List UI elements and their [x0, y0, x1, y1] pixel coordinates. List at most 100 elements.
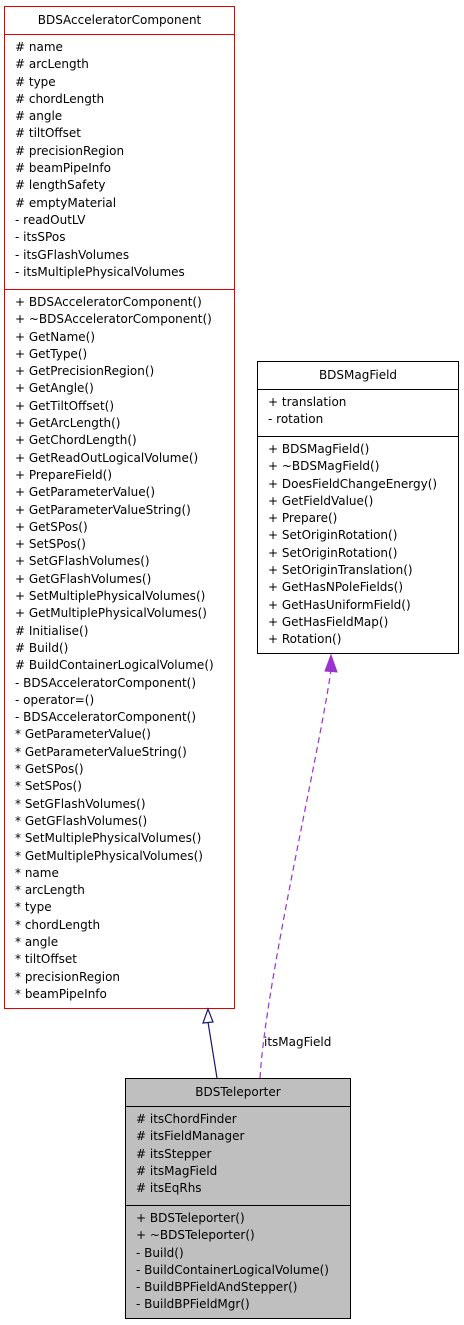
class-title: BDSMagField	[258, 362, 458, 390]
member-row: + SetSPos()	[15, 537, 86, 552]
member-row: + GetType()	[15, 346, 88, 361]
member-row: + GetChordLength()	[15, 433, 137, 448]
member-row: + GetMultiplePhysicalVolumes()	[15, 606, 207, 621]
member-row: # itsStepper	[136, 1146, 212, 1161]
operations-section: + BDSAcceleratorComponent() + ~BDSAcceler…	[5, 289, 234, 1003]
member-row: + GetArcLength()	[15, 416, 121, 431]
member-row: + GetParameterValue()	[15, 485, 156, 500]
member-row: + BDSTeleporter()	[136, 1211, 245, 1225]
member-row: * tiltOffset	[15, 952, 77, 967]
member-row: * GetMultiplePhysicalVolumes()	[15, 848, 203, 863]
usage-arrowhead	[324, 653, 338, 673]
member-row: # arcLength	[15, 57, 89, 72]
member-row: + ~BDSMagField()	[268, 459, 380, 474]
member-row: # chordLength	[15, 91, 105, 106]
member-row: + GetAngle()	[15, 381, 94, 396]
member-row: # tiltOffset	[15, 126, 81, 141]
member-row: + SetGFlashVolumes()	[15, 554, 150, 569]
member-row: * GetSPos()	[15, 762, 84, 777]
member-row: * GetParameterValue()	[15, 727, 151, 742]
member-row: * angle	[15, 934, 59, 949]
member-row: + GetHasNPoleFields()	[268, 580, 404, 595]
member-row: + Prepare()	[268, 511, 338, 526]
member-row: + GetReadOutLogicalVolume()	[15, 450, 199, 465]
member-row: + BDSMagField()	[268, 442, 370, 456]
member-row: + ~BDSTeleporter()	[136, 1228, 255, 1243]
member-row: + GetGFlashVolumes()	[15, 571, 152, 586]
member-row: # itsMagField	[136, 1163, 218, 1178]
attributes-section: + translation - rotation	[258, 390, 458, 436]
member-row: * type	[15, 900, 52, 915]
class-bdsmagfield[interactable]: BDSMagField + translation - rotation + BD…	[257, 361, 459, 654]
member-row: + GetFieldValue()	[268, 493, 374, 508]
operations-section: + BDSMagField() + ~BDSMagField() + DoesFie…	[258, 436, 458, 649]
member-row: + ~BDSAcceleratorComponent()	[15, 312, 212, 327]
member-row: # itsChordFinder	[136, 1112, 237, 1126]
member-row: + SetMultiplePhysicalVolumes()	[15, 589, 206, 604]
inheritance-line	[207, 1021, 218, 1079]
member-row: - BDSAcceleratorComponent()	[15, 710, 197, 725]
member-row: # angle	[15, 109, 63, 124]
member-row: - Build()	[136, 1245, 184, 1260]
member-row: + GetTiltOffset()	[15, 398, 115, 413]
member-row: + SetOriginRotation()	[268, 528, 398, 543]
usage-line	[259, 669, 332, 1079]
member-row: - itsMultiplePhysicalVolumes	[15, 264, 185, 279]
class-title: BDSAcceleratorComponent	[5, 7, 234, 35]
member-row: + GetHasFieldMap()	[268, 614, 389, 629]
member-row: + GetHasUniformField()	[268, 597, 411, 612]
member-row: + GetSPos()	[15, 519, 88, 534]
member-row: * beamPipeInfo	[15, 986, 107, 1001]
member-row: + SetOriginRotation()	[268, 545, 398, 560]
member-row: * arcLength	[15, 883, 85, 898]
inheritance-edge	[202, 1007, 218, 1079]
member-row: * SetSPos()	[15, 779, 82, 794]
member-row: - BuildContainerLogicalVolume()	[136, 1262, 329, 1277]
member-row: + Rotation()	[268, 632, 342, 647]
member-row: # BuildContainerLogicalVolume()	[15, 658, 214, 673]
member-row: # lengthSafety	[15, 178, 106, 193]
member-row: + translation	[268, 395, 347, 409]
member-row: - itsSPos	[15, 230, 66, 245]
member-row: * chordLength	[15, 917, 101, 932]
member-row: # type	[15, 74, 56, 89]
member-row: # itsEqRhs	[136, 1181, 202, 1196]
member-row: # name	[15, 40, 63, 54]
member-row: + DoesFieldChangeEnergy()	[268, 476, 438, 491]
member-row: + GetPrecisionRegion()	[15, 364, 155, 379]
member-row: + GetParameterValueString()	[15, 502, 191, 517]
member-row: * GetGFlashVolumes()	[15, 813, 148, 828]
inheritance-arrowhead	[202, 1007, 214, 1024]
member-row: # Initialise()	[15, 623, 89, 638]
usage-edge-label: itsMagField	[264, 1035, 332, 1049]
member-row: * GetParameterValueString()	[15, 744, 187, 759]
member-row: - BuildBPFieldMgr()	[136, 1297, 250, 1312]
member-row: # beamPipeInfo	[15, 161, 111, 176]
operations-section: + BDSTeleporter() + ~BDSTeleporter() - Bui…	[126, 1205, 350, 1314]
member-row: - rotation	[268, 412, 324, 427]
member-row: - operator=()	[15, 692, 95, 707]
member-row: * name	[15, 865, 59, 880]
member-row: - itsGFlashVolumes	[15, 247, 130, 262]
member-row: * precisionRegion	[15, 969, 121, 984]
member-row: * SetGFlashVolumes()	[15, 796, 146, 811]
member-row: - readOutLV	[15, 212, 86, 227]
attributes-section: # name # arcLength # type # chordLength # an…	[5, 35, 234, 289]
member-row: - BuildBPFieldAndStepper()	[136, 1280, 298, 1295]
member-row: + PrepareField()	[15, 467, 113, 482]
member-row: # itsFieldManager	[136, 1129, 245, 1144]
member-row: + SetOriginTranslation()	[268, 563, 413, 578]
member-row: * SetMultiplePhysicalVolumes()	[15, 831, 202, 846]
usage-edge	[259, 653, 338, 1079]
class-title: BDSTeleporter	[126, 1079, 350, 1107]
member-row: - BDSAcceleratorComponent()	[15, 675, 197, 690]
member-row: + GetName()	[15, 329, 96, 344]
member-row: # precisionRegion	[15, 143, 125, 158]
member-row: + BDSAcceleratorComponent()	[15, 295, 202, 309]
member-row: # Build()	[15, 640, 69, 655]
attributes-section: # itsChordFinder # itsFieldManager # itsSt…	[126, 1107, 350, 1205]
class-bdsteleporter[interactable]: BDSTeleporter # itsChordFinder # itsField…	[125, 1078, 351, 1319]
member-row: # emptyMaterial	[15, 195, 117, 210]
class-bdsacceleratorcomponent[interactable]: BDSAcceleratorComponent # name # arcLengt…	[4, 6, 235, 1009]
